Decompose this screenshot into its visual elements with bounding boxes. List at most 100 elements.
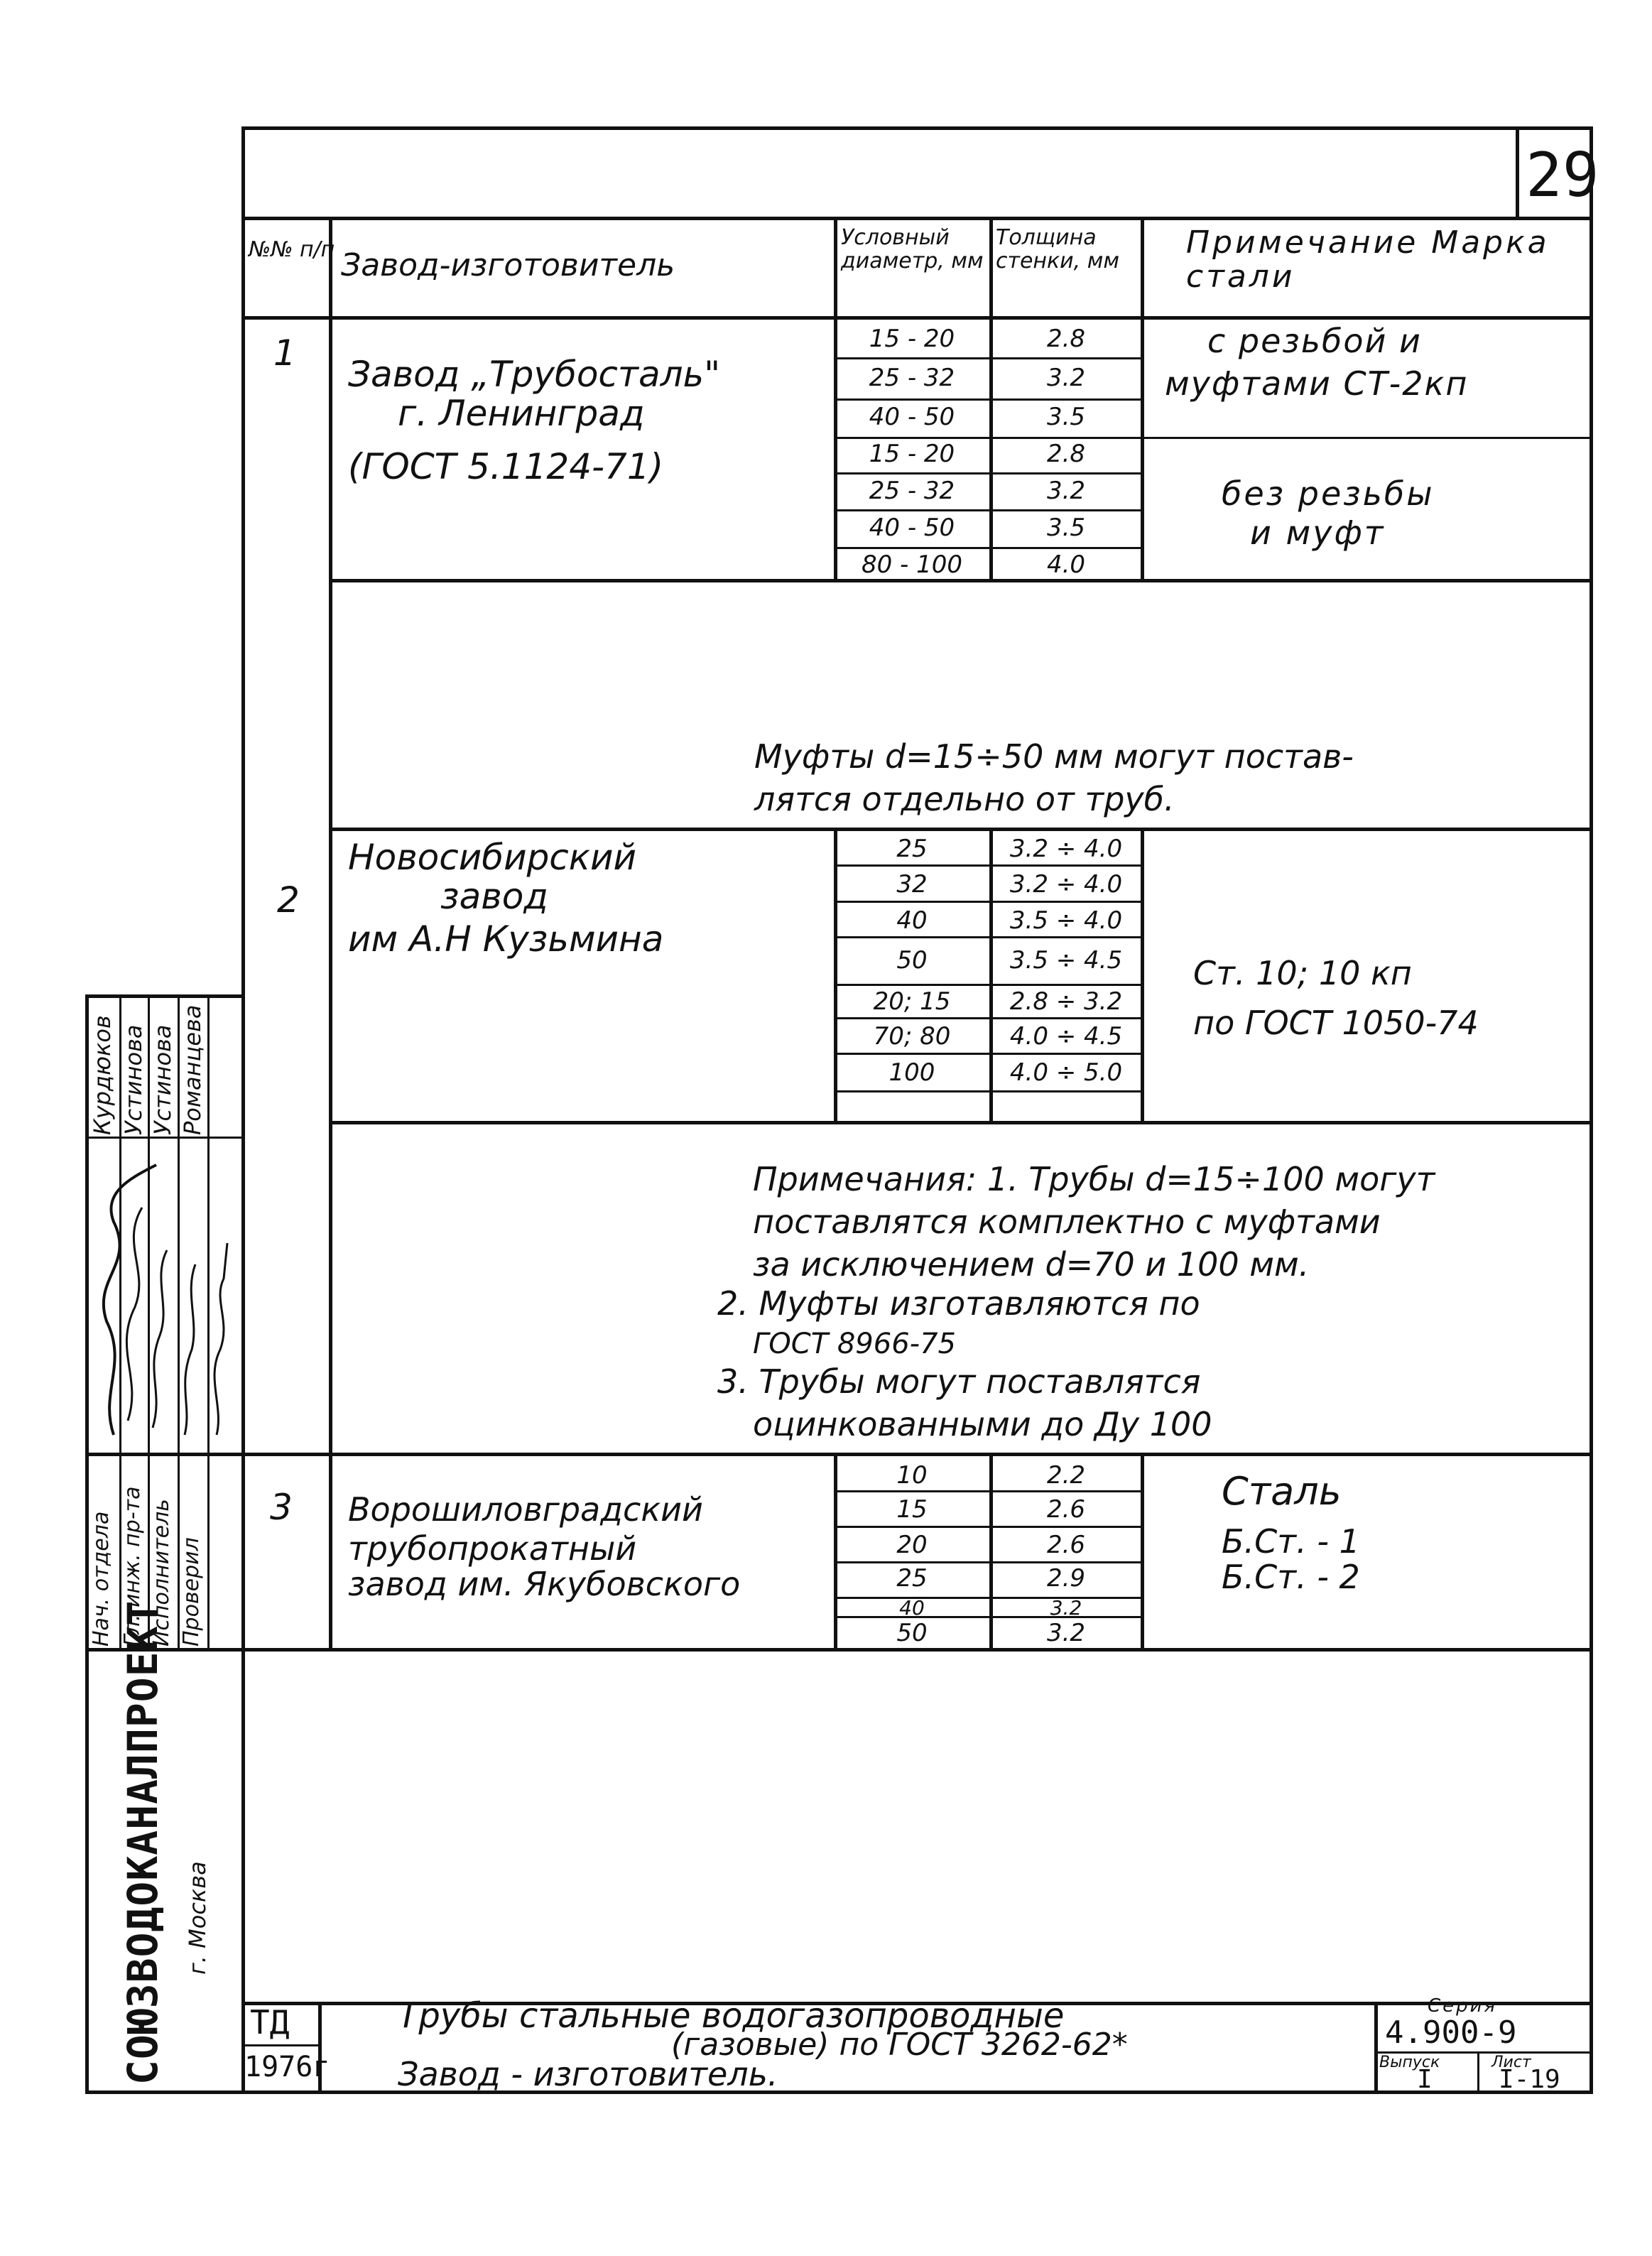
section1-remark-bottom-line	[329, 828, 1593, 831]
side-organization: СОЮЗВОДОКАНАЛПРОЕКТ	[119, 1600, 167, 2085]
section2-remark-bottom-line	[85, 1453, 1593, 1456]
s2-row-line	[834, 1090, 1143, 1092]
section3-num: 3	[270, 1487, 293, 1528]
title-block-series-mid	[1374, 2051, 1591, 2054]
title-line2: (газовые) по ГОСТ 3262-62*	[671, 2027, 1128, 2063]
s1-t-6: 4.0	[1046, 551, 1086, 579]
side-top-border	[85, 994, 245, 998]
s3-note-line1: Сталь	[1222, 1469, 1342, 1514]
side-org-top-line	[85, 1648, 245, 1652]
s3-t-3: 2.9	[1046, 1564, 1086, 1593]
s2-d-6: 100	[889, 1058, 935, 1087]
s1-remark-line1: Муфты d=15÷50 мм могут постав-	[754, 737, 1354, 776]
col-wall-divider-header	[1141, 217, 1144, 316]
s3-note-line2: Б.Ст. - 1	[1222, 1522, 1360, 1561]
side-col-line	[207, 994, 210, 1651]
s2-remark-line4: 2. Муфты изготавляются по	[717, 1284, 1200, 1323]
s2-d-0: 25	[896, 835, 928, 863]
s3-d-1: 15	[896, 1495, 928, 1524]
s2-note-line2: по ГОСТ 1050-74	[1193, 1004, 1479, 1042]
s1-d-3: 15 - 20	[869, 440, 955, 468]
s3-dia-left	[834, 1453, 837, 1650]
section1-factory-line3: (ГОСТ 5.1124-71)	[348, 446, 664, 487]
side-names-sig-divider	[85, 1137, 245, 1139]
s1-row-line	[834, 509, 1143, 511]
section3-bottom-line	[241, 1648, 1593, 1652]
section3-factory-line3: завод им. Якубовского	[348, 1565, 741, 1603]
s3-d-2: 20	[896, 1531, 928, 1559]
title-year: 1976г	[244, 2051, 330, 2083]
s2-wall-right	[1141, 828, 1144, 1122]
s3-d-3: 25	[896, 1564, 928, 1593]
s2-d-3: 50	[896, 946, 928, 975]
s1-t-2: 3.5	[1046, 403, 1086, 431]
side-col-line	[178, 994, 180, 1651]
s2-t-6: 4.0 ÷ 5.0	[1009, 1058, 1123, 1087]
header-factory: Завод-изготовитель	[341, 247, 675, 283]
s3-row-line	[834, 1561, 1143, 1563]
title-block-code-mid	[241, 2044, 320, 2046]
header-wall: Толщина стенки, мм	[996, 225, 1119, 273]
title-line1: Трубы стальные водогазопроводные	[398, 1996, 1065, 2036]
s1-t-5: 3.5	[1046, 514, 1086, 542]
side-col-line	[119, 994, 121, 1651]
s3-dia-right	[989, 1453, 993, 1650]
header-bottom-line	[241, 316, 1593, 320]
s2-row-line	[834, 864, 1143, 867]
col-factory-divider-header	[834, 217, 837, 316]
issue-value: I	[1417, 2065, 1433, 2094]
signatures-drawing	[102, 1164, 229, 1436]
s2-t-0: 3.2 ÷ 4.0	[1009, 835, 1123, 863]
s2-t-5: 4.0 ÷ 4.5	[1009, 1022, 1123, 1051]
s2-d-5: 70; 80	[873, 1022, 951, 1051]
s2-row-line	[834, 936, 1143, 938]
s1-t-1: 3.2	[1046, 364, 1086, 392]
s1-row-line	[834, 472, 1143, 474]
section1-bottom-line	[329, 579, 1593, 582]
s1-d-1: 25 - 32	[869, 364, 955, 392]
section3-factory-line1: Ворошиловградский	[348, 1490, 703, 1529]
s2-remark-line2: поставлятся комплектно с муфтами	[753, 1203, 1381, 1241]
series-label: Серия	[1428, 1995, 1498, 2017]
s2-t-1: 3.2 ÷ 4.0	[1009, 870, 1123, 899]
s2-d-4: 20; 15	[873, 987, 951, 1016]
side-city: г. Москва	[184, 1861, 211, 1975]
s1-d-5: 40 - 50	[869, 514, 955, 542]
s3-d-0: 10	[896, 1461, 928, 1490]
title-block-issue-divider	[1477, 2051, 1479, 2094]
header-diameter: Условный диаметр, мм	[841, 225, 984, 273]
s3-d-5: 50	[896, 1619, 928, 1647]
s1-d-6: 80 - 100	[861, 551, 963, 579]
s3-row-line	[834, 1526, 1143, 1528]
page-number: 29	[1526, 140, 1599, 211]
header-num: №№ п/п	[249, 237, 335, 262]
s3-row-line	[834, 1597, 1143, 1599]
s2-d-2: 40	[896, 906, 928, 935]
col-num-divider	[329, 217, 332, 1649]
s1-dia-left	[834, 316, 837, 580]
frame-top-border	[241, 126, 1593, 130]
page-number-box-divider	[1516, 126, 1519, 219]
s1-row-line	[834, 547, 1143, 549]
s3-t-0: 2.2	[1046, 1461, 1086, 1490]
col-dia-divider-header	[989, 217, 993, 316]
section1-factory-line2: г. Ленинград	[398, 393, 645, 434]
s1-note-b-line2: и муфт	[1250, 514, 1386, 552]
s3-row-line	[834, 1616, 1143, 1618]
s3-row-line	[834, 1490, 1143, 1492]
s3-wall-right	[1141, 1453, 1144, 1650]
section1-factory-line1: Завод „Трубосталь"	[348, 354, 721, 395]
sheet-value: I-19	[1499, 2065, 1560, 2094]
s3-note-line3: Б.Ст. - 2	[1222, 1558, 1360, 1596]
s2-note-line1: Ст. 10; 10 кп	[1193, 954, 1412, 992]
frame-left-border	[241, 126, 245, 2094]
s1-d-4: 25 - 32	[869, 477, 955, 505]
side-name-3: Устинова	[149, 1024, 176, 1136]
side-name-1: Курдюков	[89, 1015, 116, 1135]
s3-t-4: 3.2	[1050, 1596, 1082, 1620]
s1-remark-line2: лятся отдельно от труб.	[754, 780, 1175, 818]
s3-d-4: 40	[899, 1596, 925, 1620]
section2-num: 2	[277, 879, 300, 921]
s2-t-4: 2.8 ÷ 3.2	[1009, 987, 1123, 1016]
side-name-4: Романцева	[179, 1004, 206, 1135]
